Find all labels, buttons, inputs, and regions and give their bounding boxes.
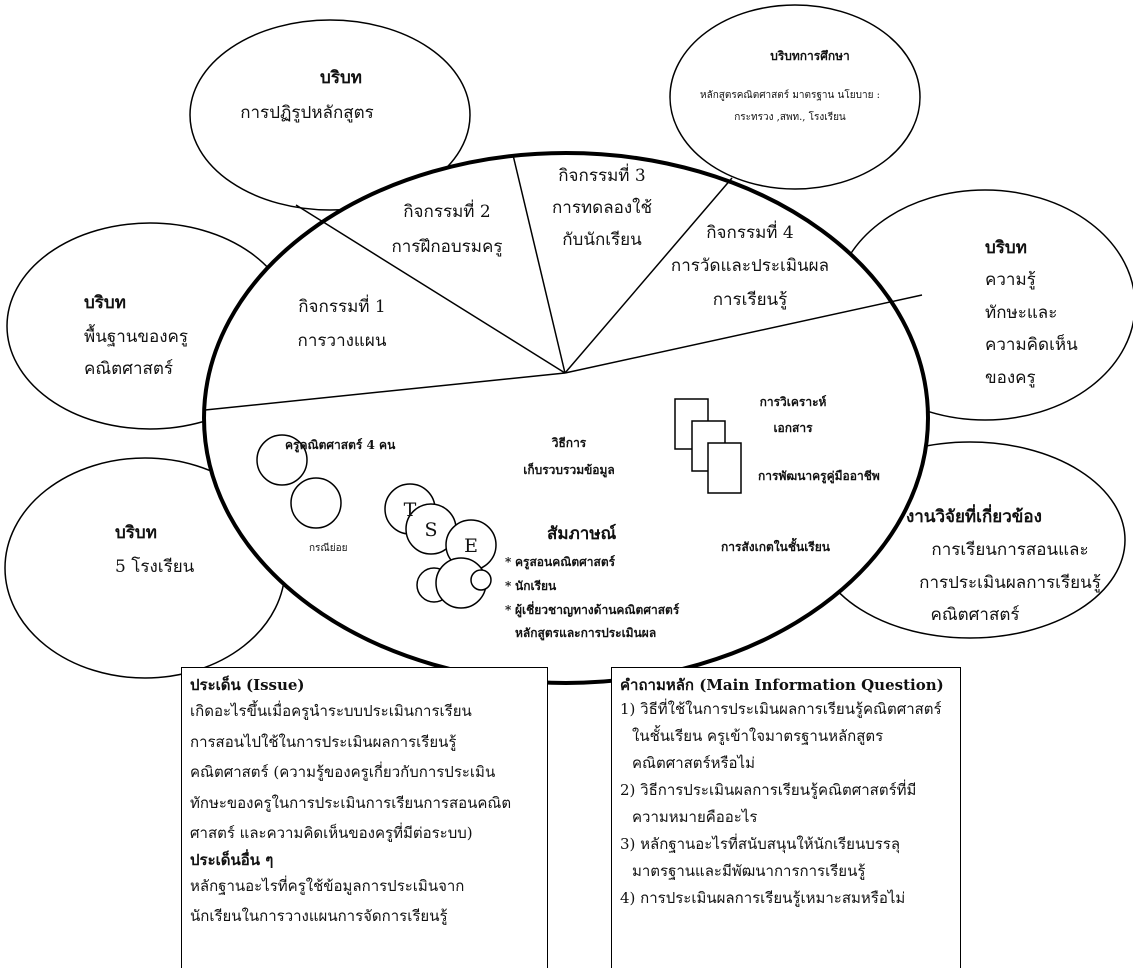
activity-1-title: กิจกรรมที่ 1 xyxy=(298,294,385,317)
question-line: 1) วิธีที่ใช้ในการประเมินผลการเรียนรู้คณ… xyxy=(620,700,942,718)
doc-analysis-line1: การวิเคราะห์ xyxy=(760,395,827,409)
label-s: S xyxy=(424,519,437,541)
issue-line: การสอนไปใช้ในการประเมินผลการเรียนรู้ xyxy=(190,732,457,751)
issue-line: เกิดอะไรขึ้นเมื่อครูนำระบบประเมินการเรีย… xyxy=(190,702,472,720)
issue-line: ศาสตร์ และความคิดเห็นของครูที่มีต่อระบบ) xyxy=(190,824,473,842)
group-circle-small xyxy=(470,569,492,591)
observation-label: การสังเกตในชั้นเรียน xyxy=(721,537,831,554)
interview-item-2: นักเรียน xyxy=(515,579,557,593)
divider-line xyxy=(564,294,923,374)
question-line: ในชั้นเรียน ครูเข้าใจมาตรฐานหลักสูตร xyxy=(632,727,884,745)
question-line: 3) หลักฐานอะไรที่สนับสนุนให้นักเรียนบรรล… xyxy=(620,835,901,853)
central-ellipse xyxy=(202,151,930,685)
doc-analysis-line2: เอกสาร xyxy=(773,421,813,435)
activity-2-text: การฝึกอบรมครู xyxy=(391,237,502,257)
questions-heading: คำถามหลัก (Main Information Question) xyxy=(620,676,944,694)
issue-line: คณิตศาสตร์ (ความรู้ของครูเกี่ยวกับการประ… xyxy=(190,763,496,781)
issue-box: ประเด็น (Issue) เกิดอะไรขึ้นเมื่อครูนำระ… xyxy=(181,667,548,968)
context-schools-title: บริบท xyxy=(115,523,157,543)
context-teacher-background-title: บริบท xyxy=(84,293,126,313)
context-curriculum-reform-title: บริบท xyxy=(320,68,362,88)
context-teacher-background-line2: คณิตศาสตร์ xyxy=(84,359,173,379)
context-education-service-title: บริบทการศึกษา xyxy=(770,49,850,63)
interview-item-3-line2: หลักสูตรและการประเมินผล xyxy=(515,626,656,641)
question-line: มาตรฐานและมีพัฒนาการการเรียนรู้ xyxy=(632,862,866,880)
divider-line xyxy=(204,372,566,411)
activity-3-title: กิจกรรมที่ 3 xyxy=(558,163,645,186)
method-line1: วิธีการ xyxy=(551,436,586,450)
issue-line: ทักษะของครูในการประเมินการเรียนการสอนคณิ… xyxy=(190,793,512,812)
context-schools-text: 5 โรงเรียน xyxy=(115,556,195,577)
context-teacher-knowledge-line4: ของครู xyxy=(985,368,1036,388)
interview-bullet: * xyxy=(505,555,512,569)
context-related-research-line1: การเรียนการสอนและ xyxy=(931,540,1088,560)
interview-bullet: * xyxy=(505,603,512,617)
question-line: คณิตศาสตร์หรือไม่ xyxy=(632,754,755,772)
issue-heading: ประเด็น (Issue) xyxy=(190,676,305,694)
activity-3-line2: กับนักเรียน xyxy=(562,230,642,250)
activity-1-text: การวางแผน xyxy=(298,331,387,351)
interview-item-1: ครูสอนคณิตศาสตร์ xyxy=(515,555,616,570)
label-t: T xyxy=(404,499,417,521)
context-teacher-background-line1: พื้นฐานของครู xyxy=(84,324,188,347)
divider-line xyxy=(295,204,566,374)
teacher-circle xyxy=(290,477,342,529)
context-related-research-line3: คณิตศาสตร์ xyxy=(930,605,1019,625)
activity-2-title: กิจกรรมที่ 2 xyxy=(403,199,490,222)
context-education-service-line2: กระทรวง ,สพท., โรงเรียน xyxy=(734,110,846,123)
activity-4-title: กิจกรรมที่ 4 xyxy=(706,220,793,243)
context-related-research-line2: การประเมินผลการเรียนรู้ xyxy=(919,573,1101,593)
teachers-label: ครูคณิตศาสตร์ 4 คน xyxy=(285,438,396,453)
context-education-service-line1: หลักสูตรคณิตศาสตร์ มาตรฐาน นโยบาย : xyxy=(700,88,880,101)
context-teacher-knowledge-title: บริบท xyxy=(985,238,1027,258)
interview-item-3: ผู้เชี่ยวชาญทางด้านคณิตศาสตร์ xyxy=(515,601,680,618)
portfolio-label: การพัฒนาครูคู่มืออาชีพ xyxy=(758,469,880,484)
label-e: E xyxy=(464,535,478,557)
context-curriculum-reform-text: การปฏิรูปหลักสูตร xyxy=(240,103,374,123)
divider-line xyxy=(564,177,733,374)
context-teacher-knowledge-line3: ความคิดเห็น xyxy=(985,333,1078,355)
question-line: ความหมายคืออะไร xyxy=(632,808,758,826)
interview-bullet: * xyxy=(505,579,512,593)
question-line: 2) วิธีการประเมินผลการเรียนรู้คณิตศาสตร์… xyxy=(620,781,917,799)
interview-title: สัมภาษณ์ xyxy=(547,523,617,544)
document-icon xyxy=(707,442,742,494)
case-study-label: กรณีย่อย xyxy=(309,542,347,554)
method-line2: เก็บรวบรวมข้อมูล xyxy=(523,462,615,478)
other-issue-line: นักเรียนในการวางแผนการจัดการเรียนรู้ xyxy=(190,907,448,925)
context-teacher-knowledge-line1: ความรู้ xyxy=(985,270,1036,290)
main-question-box: คำถามหลัก (Main Information Question) 1)… xyxy=(611,667,961,968)
context-teacher-knowledge-line2: ทักษะและ xyxy=(985,303,1057,323)
context-ellipse-education-service xyxy=(669,4,921,190)
context-related-research-title: งานวิจัยที่เกี่ยวข้อง xyxy=(906,504,1042,527)
activity-4-line1: การวัดและประเมินผล xyxy=(671,256,829,276)
activity-4-line2: การเรียนรู้ xyxy=(713,290,788,310)
other-issue-line: หลักฐานอะไรที่ครูใช้ข้อมูลการประเมินจาก xyxy=(190,876,465,895)
question-line: 4) การประเมินผลการเรียนรู้เหมาะสมหรือไม่ xyxy=(620,889,906,907)
other-issues-heading: ประเด็นอื่น ๆ xyxy=(190,850,274,869)
activity-3-line1: การทดลองใช้ xyxy=(552,197,652,218)
divider-line xyxy=(512,154,566,374)
teacher-circle xyxy=(256,434,308,486)
context-ellipse-curriculum-reform xyxy=(189,19,471,211)
